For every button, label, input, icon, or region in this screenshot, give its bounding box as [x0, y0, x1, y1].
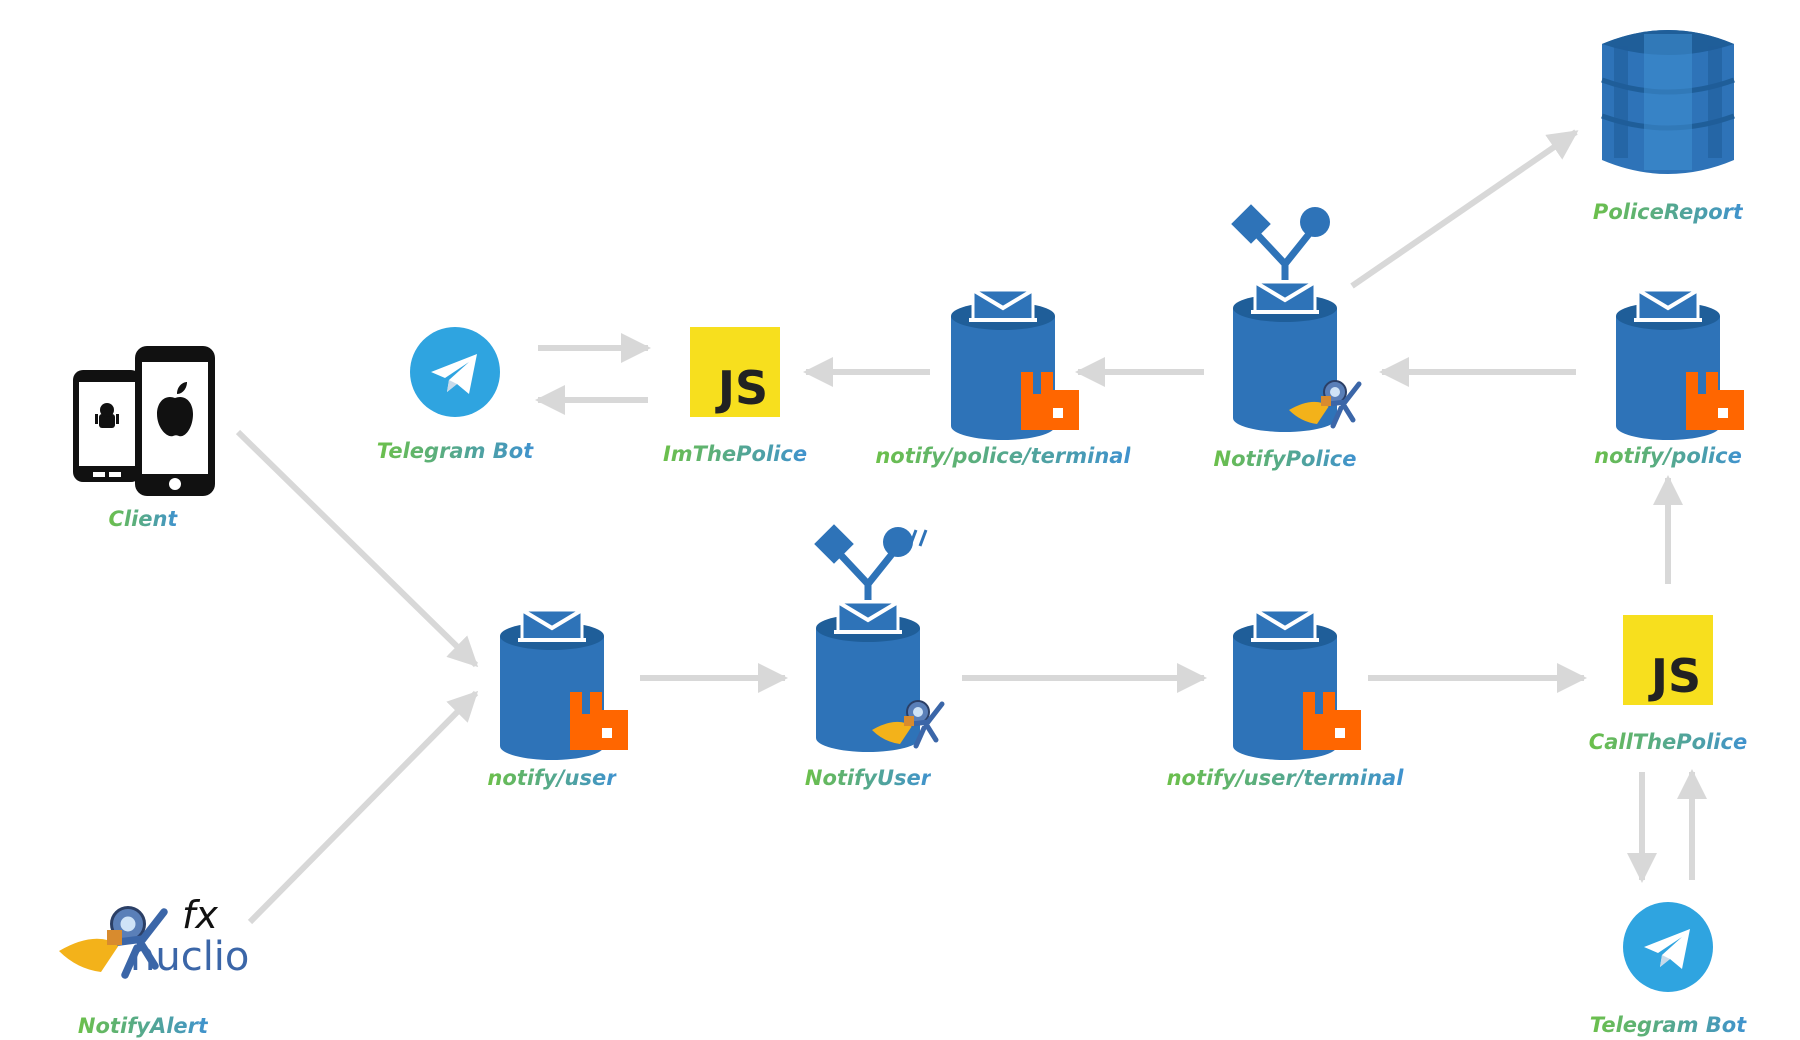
telegram-icon-top — [410, 327, 500, 417]
arrow-client-to-notify-user — [235, 429, 479, 668]
dynamodb-icon — [1601, 30, 1735, 174]
arrow-fn-to-report — [1350, 129, 1579, 289]
label-police-report: PoliceReport — [1592, 200, 1744, 224]
function-icon-notify-police — [1231, 204, 1359, 432]
arrows — [235, 129, 1707, 925]
label-notify-alert: NotifyAlert — [77, 1014, 209, 1038]
svg-text:JS: JS — [1648, 649, 1701, 703]
arrow-alert-to-notify-user — [247, 690, 479, 925]
label-notify-police-function: NotifyPolice — [1213, 447, 1357, 471]
label-im-the-police: ImThePolice — [662, 442, 808, 466]
queue-icon-notify-police — [1614, 288, 1744, 442]
label-client: Client — [108, 507, 178, 531]
label-notify-user-function: NotifyUser — [804, 766, 932, 790]
fx-symbol: fx — [182, 893, 218, 937]
nuclio-wordmark: nuclio — [130, 934, 249, 980]
label-telegram-bot-top: Telegram Bot — [376, 439, 534, 463]
label-notify-police-queue: notify/police — [1594, 444, 1742, 468]
queue-icon-notify-user — [498, 608, 628, 762]
label-notify-user-terminal: notify/user/terminal — [1166, 766, 1404, 790]
label-telegram-bot-bottom: Telegram Bot — [1589, 1013, 1747, 1037]
telegram-icon-bottom — [1623, 902, 1713, 992]
client-phones-icon — [73, 346, 215, 496]
label-notify-police-terminal: notify/police/terminal — [875, 444, 1131, 468]
queue-icon-police-terminal — [949, 288, 1079, 442]
js-icon-callthepolice: JS — [1623, 615, 1713, 705]
label-notify-user-queue: notify/user — [487, 766, 617, 790]
queue-icon-user-terminal — [1231, 608, 1361, 762]
function-icon-notify-user — [814, 524, 942, 752]
js-icon-imthepolice: JS — [690, 327, 780, 417]
label-call-the-police: CallThePolice — [1588, 730, 1748, 754]
nuclio-logo-icon: nuclio fx — [59, 893, 249, 980]
svg-text:JS: JS — [715, 361, 768, 415]
